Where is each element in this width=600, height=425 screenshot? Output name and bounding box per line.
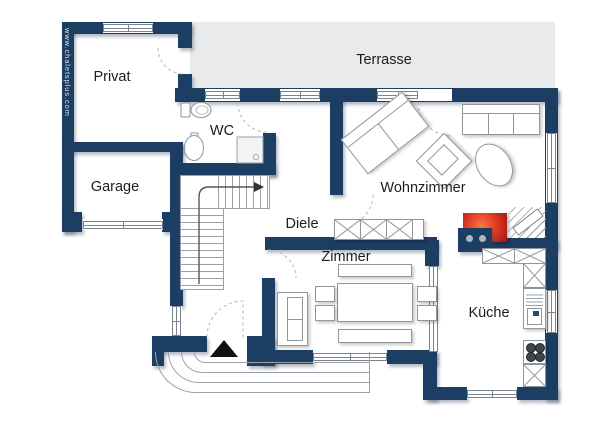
wall-zimmer-bottom-left [262,350,313,364]
kitchen-sink-unit [523,288,546,329]
counter-dot-1 [466,235,473,242]
window-privat [103,24,153,32]
window-hall-west [172,306,181,336]
burner-4 [535,352,545,362]
wash-basin-icon [184,135,204,161]
wall-privat-ne-stub [178,74,192,90]
wall-diele-zimmer [265,237,437,250]
door-gap-terrace [418,89,452,101]
counter-dot-2 [479,235,486,242]
dining-bench-bottom [338,329,412,343]
chair-left-1 [315,286,335,302]
window-diele [280,91,320,99]
wall-wohnzimmer-west [330,95,343,195]
kitchen-cabinet-x3 [523,263,546,288]
label-wc: WC [209,123,235,139]
garage-door [83,221,163,229]
stairs-upper-run [218,175,270,209]
wall-entrance-left [152,336,207,352]
door-arc-wc [237,102,268,133]
wall-privat-ne-pillar [178,22,192,48]
label-privat: Privat [93,69,131,85]
toilet-bowl-inner [195,105,209,115]
toilet-cistern-icon [180,102,191,118]
oval-table [467,136,521,194]
wall-wc-bottom [172,163,275,175]
wall-north [175,88,558,102]
sideboard-x2 [360,219,387,240]
armchair-seat [427,144,459,176]
basin-tap-icon [190,132,199,139]
kitchen-cabinet-x4 [523,364,546,387]
window-wohnzimmer-east [547,133,556,203]
label-garage: Garage [90,179,140,195]
wall-zimmer-east-pillar [425,240,439,266]
watermark-text: www.chaletsplus.com [63,28,72,117]
entrance-step-4 [194,352,370,363]
window-kueche-south [467,390,517,398]
label-terrasse: Terrasse [356,52,412,68]
sofa-divider-1 [488,113,490,134]
shower-icon [236,136,264,164]
dining-bench-top [338,264,412,277]
chimney-bar [512,208,544,236]
label-wohnzimmer: Wohnzimmer [380,180,466,196]
sofa-three-seat [462,104,540,135]
stairs-landing [180,175,219,209]
kitchen-cabinet-x2 [514,248,546,264]
wall-kitchen-bottom-left [427,387,467,400]
window-kueche-east [547,290,556,333]
sink-basin-icon [527,308,542,325]
window-wc [205,91,240,99]
door-arc-entrance [206,300,244,338]
label-kueche: Küche [468,305,510,321]
wall-garage-sw-pillar [62,212,82,232]
label-diele: Diele [285,216,319,232]
sofa2-divider [377,122,399,150]
wall-kitchen-strip [490,238,558,249]
label-zimmer: Zimmer [321,249,371,265]
door-arc-zimmer [267,249,297,279]
dining-table [337,283,413,322]
shower-drain-icon [253,154,259,160]
sink-tap-icon [533,311,539,316]
sofa-divider-2 [513,113,515,134]
sofa-back [463,105,539,114]
toilet-bowl-icon [190,102,212,118]
chair-left-2 [315,305,335,321]
wall-privat-garage-divider [62,142,183,152]
small-sofa-divider [287,319,303,321]
wall-hall-west [170,230,183,306]
sideboard-x1 [334,219,361,240]
room-terrasse [190,22,555,95]
wall-privat-left [62,22,74,232]
chair-right-1 [417,286,437,302]
small-sofa [277,292,308,346]
sink-drainer [526,292,543,306]
stairs-lower-run [180,208,224,290]
chair-right-2 [417,305,437,321]
kitchen-cooktop [523,340,546,364]
wall-garage-se-pillar [162,212,183,232]
sideboard-x3 [386,219,413,240]
chimney-corner-hatch [508,207,546,238]
door-arc-privat [157,47,185,75]
kitchen-cabinet-x1 [482,248,515,264]
